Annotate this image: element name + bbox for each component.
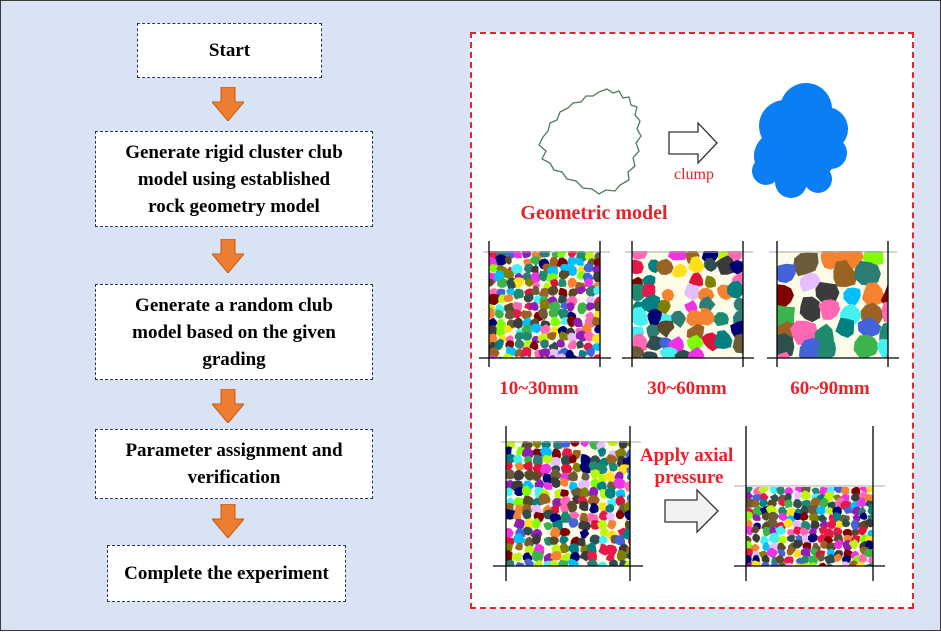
down-arrow-icon bbox=[212, 239, 244, 273]
down-arrow-icon bbox=[212, 389, 244, 423]
down-arrow-icon bbox=[212, 87, 244, 121]
step-complete: Complete the experiment bbox=[107, 545, 346, 602]
down-arrow-icon bbox=[212, 504, 244, 538]
step-parameter-assignment: Parameter assignment and verification bbox=[95, 429, 373, 499]
step-generate-cluster: Generate rigid cluster club model using … bbox=[95, 131, 373, 227]
step-random-model: Generate a random club model based on th… bbox=[95, 284, 373, 380]
step-start: Start bbox=[137, 23, 322, 78]
model-panel bbox=[470, 32, 914, 609]
